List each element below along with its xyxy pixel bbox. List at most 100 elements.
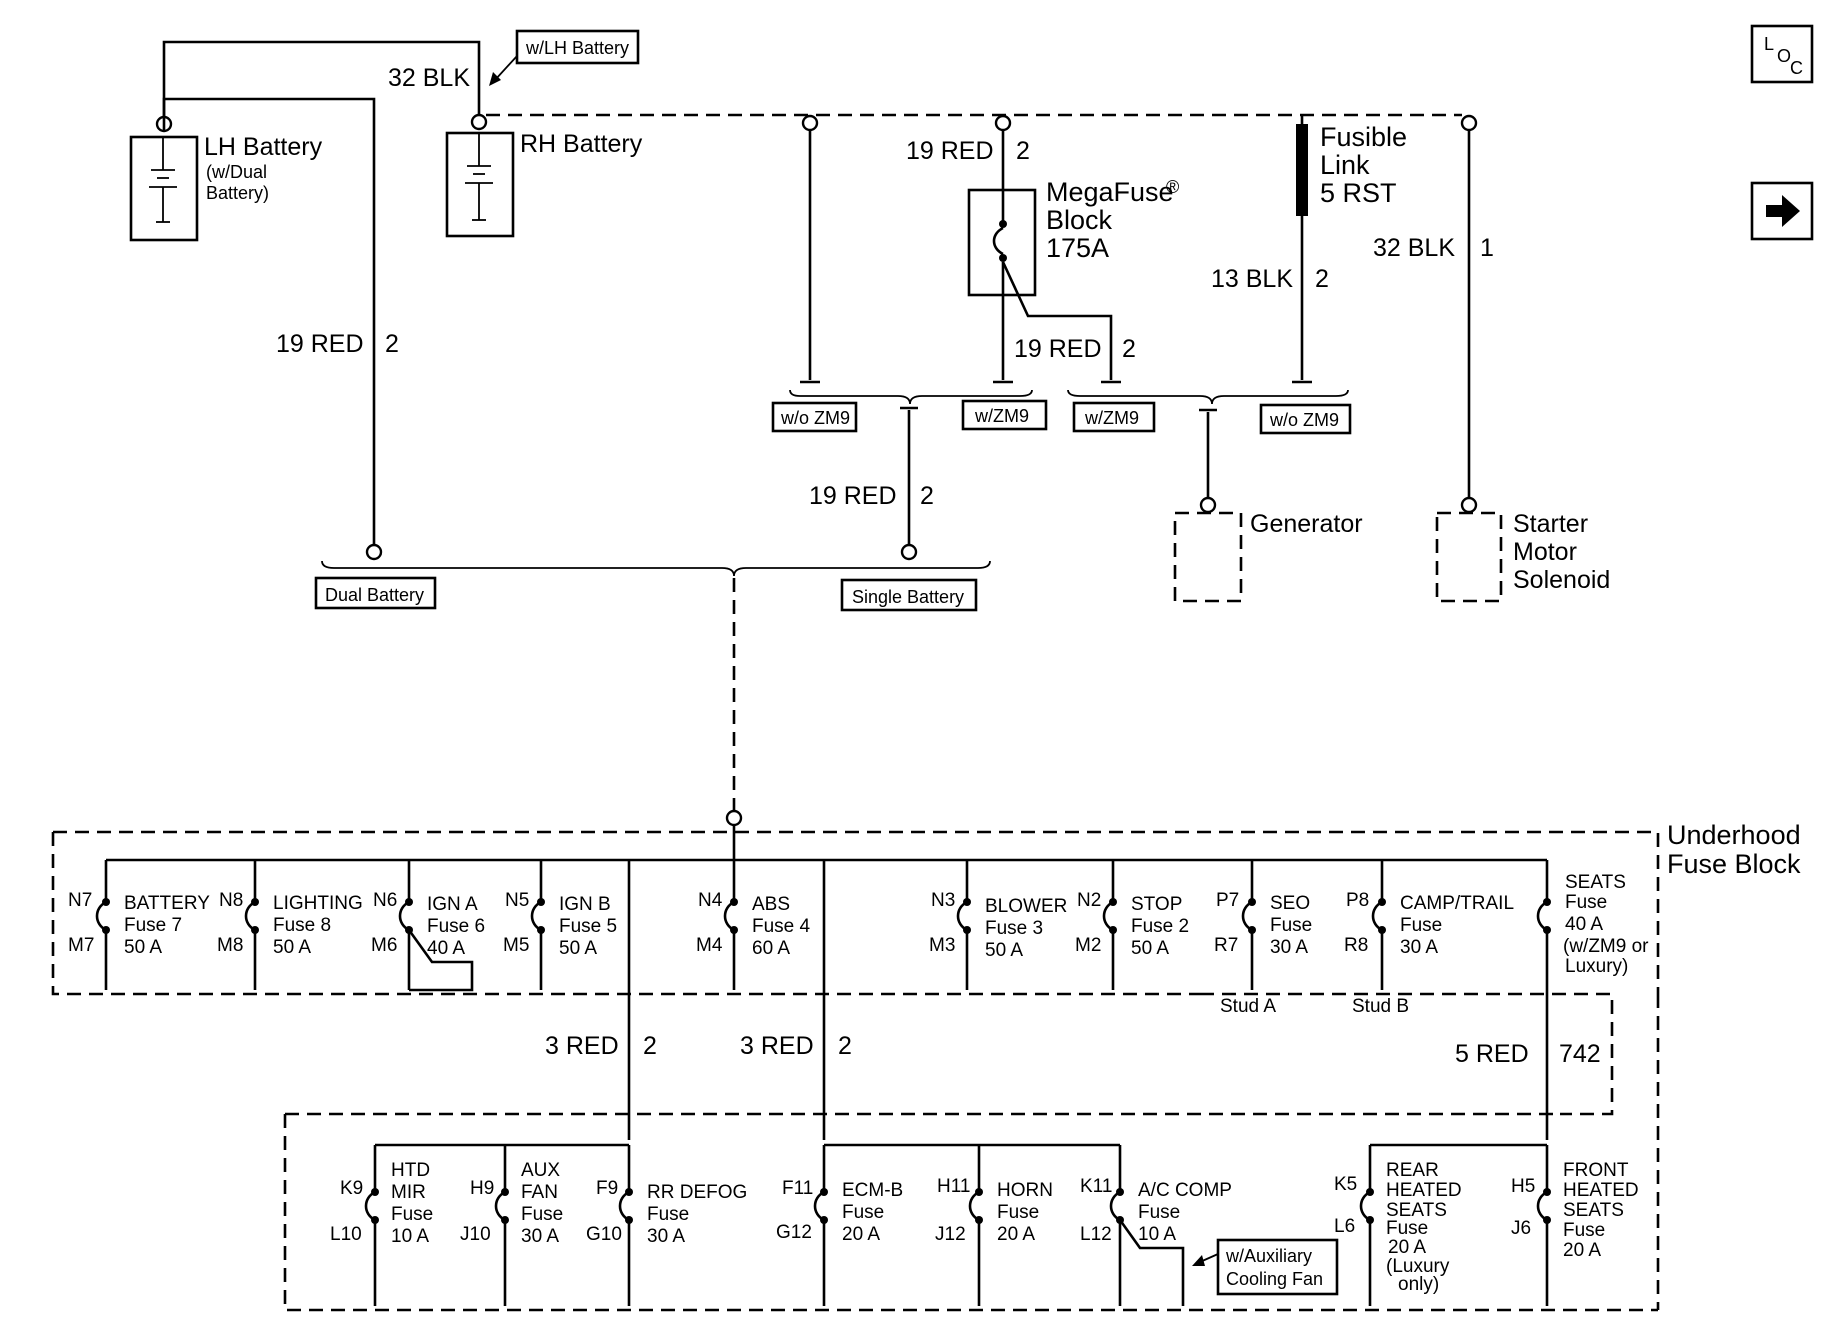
w19red-low-circuit: 2 [1122, 335, 1136, 363]
w5red-circuit: 742 [1559, 1040, 1601, 1068]
underhood-block-outline [53, 830, 1660, 994]
tag-aux-cooling-fan [1216, 1238, 1339, 1296]
fuse-line-2: Fuse [842, 1202, 884, 1223]
fuse-name: BATTERY [124, 893, 210, 914]
fuse-line-2: Fuse [997, 1202, 1039, 1223]
fuse-cavity-bottom: G12 [776, 1222, 812, 1243]
underhood-label-2: Fuse Block [1667, 849, 1801, 879]
fuse-cavity-top: P8 [1346, 890, 1369, 911]
fuse-k9-htd-mir: K9 L10 HTD MIR Fuse 10 A [330, 1160, 433, 1247]
fuse-cavity-top: P7 [1216, 890, 1239, 911]
fuse-cavity-bottom: M6 [371, 935, 397, 956]
fuse-line-1: ECM-B [842, 1180, 903, 1201]
fuse-line-2: Fuse [1138, 1202, 1180, 1223]
fuse-f11-ecm-b: F11 G12 ECM-B Fuse 20 A [776, 1178, 903, 1245]
fuse-cavity-top: K5 [1334, 1174, 1357, 1195]
fuse-line-3: Fuse [521, 1204, 563, 1225]
battery-interconnect-wire [162, 40, 481, 117]
fuse-cavity-bottom: J10 [460, 1224, 491, 1245]
fuse-rating: 50 A [1131, 938, 1169, 959]
rh-battery-symbol [445, 131, 515, 238]
fuse-cavity-top: H11 [937, 1176, 970, 1197]
fuse-cavity-top: N3 [931, 890, 955, 911]
fuse-sub: Fuse 4 [752, 916, 811, 937]
fuse-line-6: (Luxury [1386, 1256, 1450, 1277]
fuse-line-1: HORN [997, 1180, 1053, 1201]
fuse-cavity-bottom: M5 [503, 935, 529, 956]
tag-lh-battery-text: w/LH Battery [525, 38, 629, 58]
fuse-line-3: 10 A [1138, 1224, 1176, 1245]
fuse-line-2: HEATED [1386, 1180, 1462, 1201]
tag-dual-battery [314, 576, 437, 610]
tag-w-zm9-right [1072, 401, 1156, 433]
fuse-rating: 40 A [1565, 914, 1603, 935]
fuse-n4-abs: N4 M4 ABS Fuse 4 60 A [696, 890, 811, 959]
stud-region-outline [1200, 992, 1614, 1116]
fuse-cavity-top: N4 [698, 890, 723, 911]
fuse-cavity-bottom: L6 [1334, 1216, 1355, 1237]
fuse-line-3: 30 A [647, 1226, 685, 1247]
fuse-cavity-bottom: R8 [1344, 935, 1368, 956]
fuse-f9-rr-defog: F9 G10 RR DEFOG Fuse 30 A [586, 1178, 747, 1247]
fuse-cavity-top: K11 [1080, 1176, 1112, 1197]
fuse-rating: 40 A [427, 938, 465, 959]
fuse-cavity-bottom: M8 [217, 935, 243, 956]
lh-battery-note-2: Battery) [206, 183, 269, 203]
fuse-n6-ign-a: N6 M6 IGN A Fuse 6 40 A [371, 890, 485, 959]
loc-button[interactable]: L O C [1750, 24, 1814, 84]
w19red-mega-gauge: 19 RED [906, 137, 994, 165]
fuse-cavity-bottom: R7 [1214, 935, 1238, 956]
w3red-a-gauge: 3 RED [545, 1032, 619, 1060]
fuse-cavity-bottom: M7 [68, 935, 94, 956]
w19red-mega-circuit: 2 [1016, 137, 1030, 165]
fuse-line-1: FRONT [1563, 1160, 1629, 1181]
fuse-cavity-bottom: L10 [330, 1224, 362, 1245]
w32blk-top-gauge: 32 BLK [388, 64, 470, 92]
fuse-rating: 30 A [1400, 937, 1438, 958]
fuse-line-2: Fuse [647, 1204, 689, 1225]
w19red-mid-circuit: 2 [920, 482, 934, 510]
lh-battery-feed-wire [162, 97, 376, 545]
fuse-cavity-top: N8 [219, 890, 243, 911]
fuse-cavity-top: N6 [373, 890, 397, 911]
fuse-rating: 60 A [752, 938, 790, 959]
starter-label-2: Motor [1513, 538, 1577, 566]
w19red-left-gauge: 19 RED [276, 330, 364, 358]
arrow-right-icon [1766, 195, 1800, 227]
next-page-button[interactable] [1750, 181, 1814, 241]
fuse-k5-rear-heated-seats: K5 L6 REAR HEATED SEATS Fuse 20 A (Luxur… [1334, 1160, 1462, 1295]
fuse-sub: Fuse [1565, 892, 1607, 913]
tag-lh-battery [515, 29, 640, 65]
w19red-mid-gauge: 19 RED [809, 482, 897, 510]
fuse-cavity-top: N2 [1077, 890, 1101, 911]
fuse-name: IGN A [427, 894, 478, 915]
fuse-line-1: RR DEFOG [647, 1182, 747, 1203]
generator-symbol [1173, 511, 1243, 603]
fuse-cavity-bottom: G10 [586, 1224, 622, 1245]
fuse-line-1: REAR [1386, 1160, 1439, 1181]
tag-wo-zm9-right-text: w/o ZM9 [1269, 410, 1339, 430]
tag-aux-fan-line-1: w/Auxiliary [1225, 1246, 1312, 1266]
fuse-h11-horn: H11 J12 HORN Fuse 20 A [935, 1176, 1053, 1245]
fuse-sub: Fuse 8 [273, 915, 331, 936]
fuse-cavity-bottom: M2 [1075, 935, 1101, 956]
underhood-label-1: Underhood [1667, 820, 1801, 850]
fuse-cavity-top: F9 [596, 1178, 618, 1199]
lh-battery-note-1: (w/Dual [206, 162, 267, 182]
battery-selection-bracket [321, 560, 991, 577]
tag-single-battery [840, 578, 978, 612]
fuse-rating: 50 A [559, 938, 597, 959]
megafuse-label-3: 175A [1046, 233, 1109, 263]
fuse-cavity-bottom: M3 [929, 935, 955, 956]
generator-label: Generator [1250, 510, 1363, 538]
fuse-cavity-bottom: J12 [935, 1224, 966, 1245]
fuse-sub: Fuse 2 [1131, 916, 1189, 937]
tag-single-battery-text: Single Battery [852, 587, 964, 607]
lh-battery-label: LH Battery [204, 133, 323, 161]
fuse-k11-ac-comp: K11 L12 A/C COMP Fuse 10 A [1080, 1176, 1232, 1245]
w13blk-circuit: 2 [1315, 265, 1329, 293]
fuse-cavity-top: H5 [1511, 1176, 1535, 1197]
fuse-name: ABS [752, 894, 790, 915]
megafuse-label-2: Block [1046, 205, 1113, 235]
fuse-sub: Fuse 3 [985, 918, 1043, 939]
